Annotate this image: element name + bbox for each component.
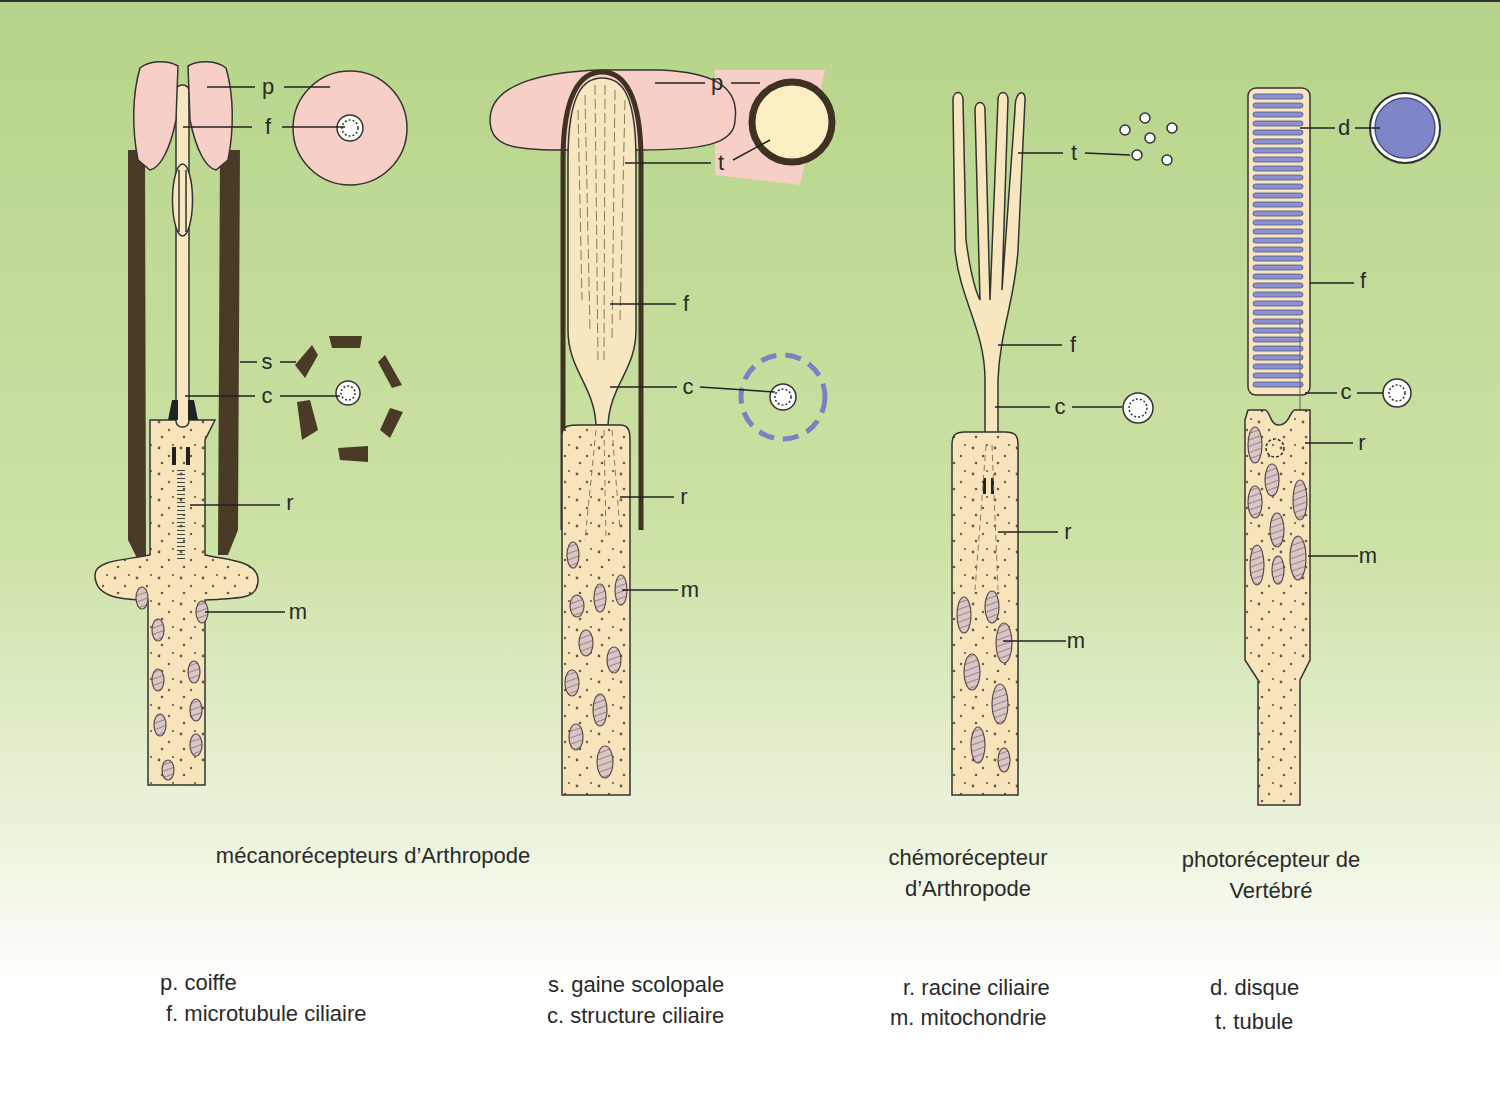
legend-key: s. gaine scolopale [548,972,724,998]
figure-caption: chémorécepteur d’Arthropode [863,843,1073,905]
legend-key: c. structure ciliaire [547,1003,724,1029]
part-letter: f [683,291,689,317]
part-letter: r [1064,519,1071,545]
legend-key: p. coiffe [160,970,237,996]
part-letter: d [1338,115,1350,141]
figure-caption: mécanorécepteurs d’Arthropode [163,841,583,872]
part-letter: r [286,490,293,516]
part-letter: f [265,114,271,140]
part-letter: c [1341,379,1352,405]
part-letter: f [1360,268,1366,294]
part-letter: c [1055,394,1066,420]
legend-key: r. racine ciliaire [903,975,1050,1001]
legend-key: t. tubule [1215,1009,1293,1035]
legend-key: f. microtubule ciliaire [166,1001,367,1027]
part-letter: r [680,484,687,510]
part-letter: f [1070,332,1076,358]
figure-caption: photorécepteur de Vertébré [1161,845,1381,907]
part-letter: r [1358,430,1365,456]
legend-key: m. mitochondrie [890,1005,1047,1031]
part-letter: m [681,577,699,603]
part-letter: c [683,374,694,400]
part-letter: m [1359,543,1377,569]
part-letter: p [711,70,723,96]
part-letter: t [718,150,724,176]
part-letter: s [262,349,273,375]
part-letter: c [262,383,273,409]
part-letter: p [262,74,274,100]
part-letter: m [289,599,307,625]
part-letter: t [1071,140,1077,166]
legend-key: d. disque [1210,975,1299,1001]
part-letter: m [1067,628,1085,654]
